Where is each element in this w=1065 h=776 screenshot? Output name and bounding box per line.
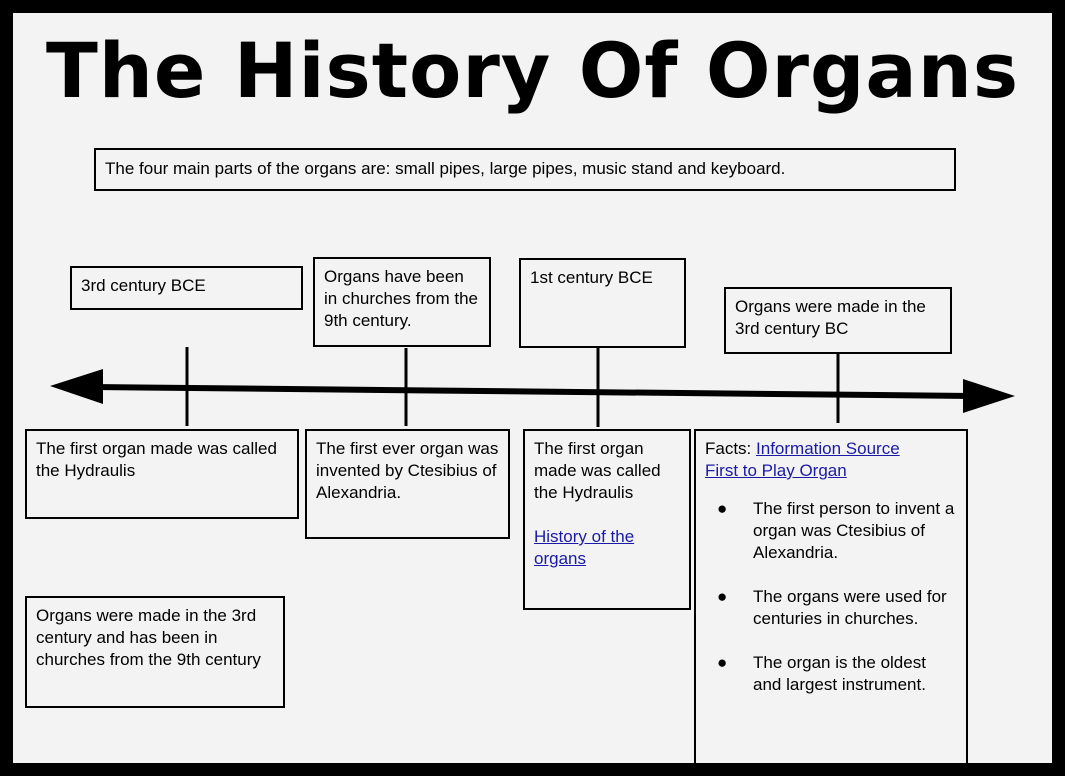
timeline-box-text: 3rd century BCE <box>81 276 206 295</box>
timeline-box-hydraulis: The first organ made was called the Hydr… <box>25 429 299 519</box>
page-title: The History Of Organs <box>45 26 1020 115</box>
timeline-box-text: The first organ made was called the Hydr… <box>534 439 661 502</box>
timeline-box-hydraulis-link: The first organ made was called the Hydr… <box>523 429 691 610</box>
summary-box: Organs were made in the 3rd century and … <box>25 596 285 708</box>
bullet-icon: ● <box>717 653 728 672</box>
bullet-icon: ● <box>717 587 728 606</box>
facts-item-text: The first person to invent a organ was C… <box>753 499 955 562</box>
facts-item-text: The organ is the oldest and largest inst… <box>753 653 926 694</box>
first-to-play-organ-link[interactable]: First to Play Organ <box>705 461 847 480</box>
timeline-box-1st-century-bce: 1st century BCE <box>519 258 686 348</box>
timeline-box-text: 1st century BCE <box>530 268 653 287</box>
timeline-arrow-left <box>50 369 103 404</box>
facts-list-item: ● The first person to invent a organ was… <box>705 498 957 564</box>
timeline-box-text: Organs were made in the 3rd century BC <box>735 297 926 338</box>
timeline-box-made-3rd-century: Organs were made in the 3rd century BC <box>724 287 952 354</box>
facts-list: ● The first person to invent a organ was… <box>705 498 957 696</box>
timeline-box-ctesibius: The first ever organ was invented by Cte… <box>305 429 510 539</box>
timeline-box-text: The first ever organ was invented by Cte… <box>316 439 499 502</box>
timeline <box>50 347 1015 427</box>
summary-text: Organs were made in the 3rd century and … <box>36 606 261 669</box>
facts-list-item: ● The organs were used for centuries in … <box>705 586 957 630</box>
timeline-line <box>92 384 972 399</box>
information-source-link[interactable]: Information Source <box>756 439 900 458</box>
slide-page: The History Of Organs The four main part… <box>13 13 1052 763</box>
timeline-box-text: The first organ made was called the Hydr… <box>36 439 277 480</box>
facts-label: Facts: <box>705 439 757 458</box>
bullet-icon: ● <box>717 499 728 518</box>
timeline-arrow-right <box>963 379 1015 413</box>
timeline-box-churches: Organs have been in churches from the 9t… <box>313 257 491 347</box>
intro-text: The four main parts of the organs are: s… <box>105 159 786 178</box>
history-of-organs-link[interactable]: History of the organs <box>534 527 635 568</box>
facts-header: Facts: Information Source First to Play … <box>705 438 957 482</box>
facts-list-item: ● The organ is the oldest and largest in… <box>705 652 957 696</box>
timeline-box-3rd-century-bce: 3rd century BCE <box>70 266 303 310</box>
intro-box: The four main parts of the organs are: s… <box>94 148 956 191</box>
timeline-box-text: Organs have been in churches from the 9t… <box>324 267 479 330</box>
facts-box: Facts: Information Source First to Play … <box>694 429 968 763</box>
facts-item-text: The organs were used for centuries in ch… <box>753 587 947 628</box>
